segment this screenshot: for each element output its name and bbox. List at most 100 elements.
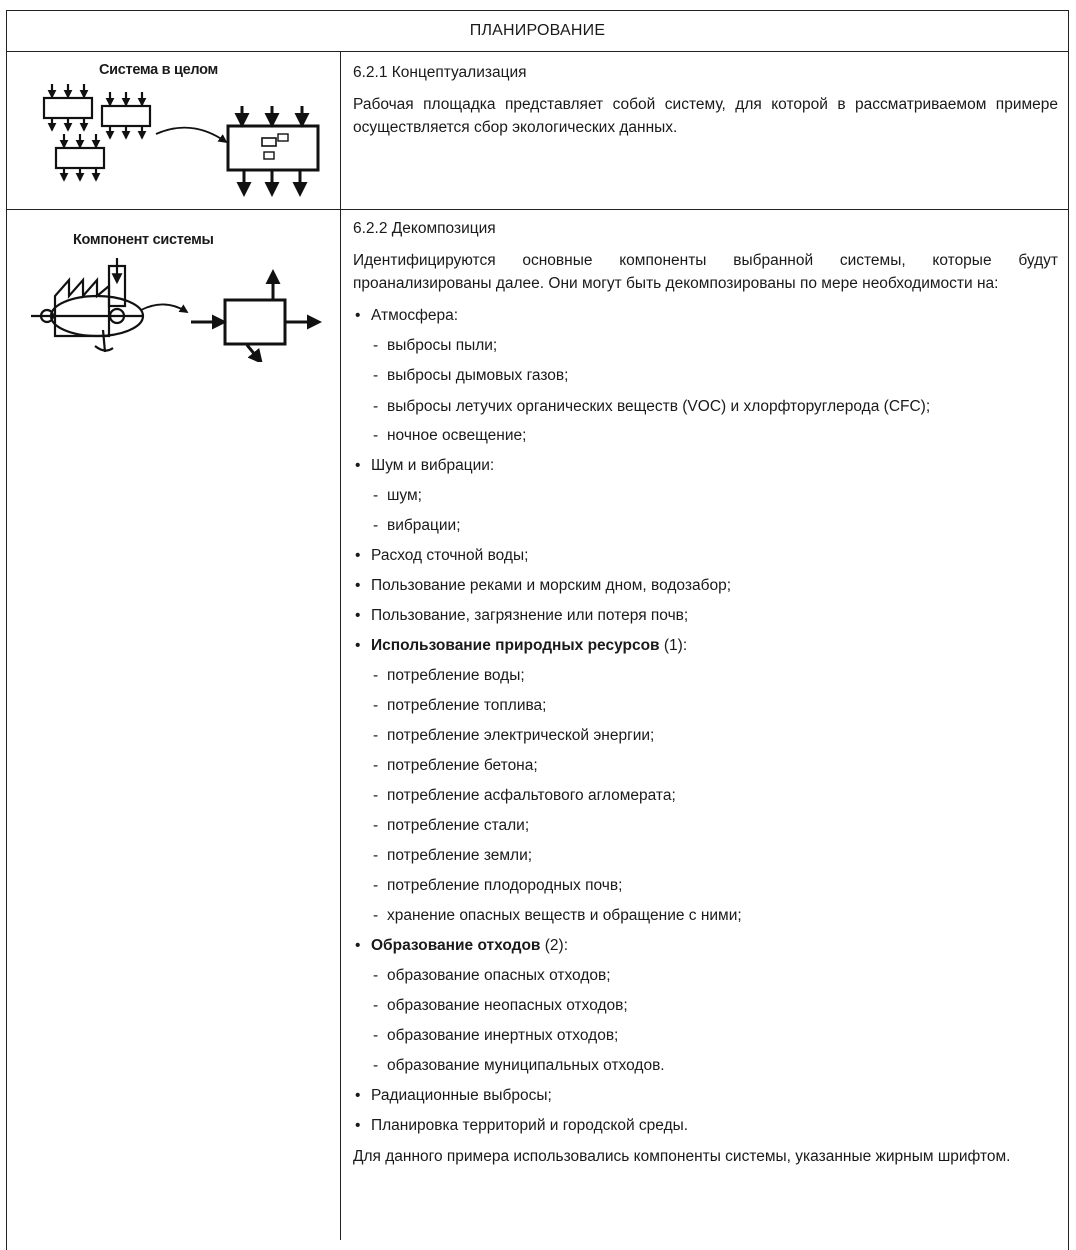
list-item-text: потребление воды; [387, 667, 525, 684]
list-item-text: потребление асфальтового агломерата; [387, 787, 676, 804]
dash-marker: - [373, 787, 379, 804]
dash-marker: - [373, 997, 379, 1014]
list-item-text: потребление топлива; [387, 697, 547, 714]
bullet-marker: • [355, 607, 361, 624]
list-item-text: хранение опасных веществ и обращение с н… [387, 907, 742, 924]
list-item-suffix: (1): [659, 637, 688, 654]
component-diagram [31, 258, 322, 362]
system-diagram [42, 84, 320, 197]
header-title: ПЛАНИРОВАНИЕ [469, 22, 606, 39]
system-box [226, 106, 320, 197]
list-item: • Планировка территорий и городской среды… [353, 1111, 1058, 1141]
list-subitem: -потребление электрической энергии; [353, 721, 1058, 751]
subsystem-box-2 [100, 92, 152, 140]
list-item-text: ночное освещение; [387, 427, 527, 444]
dash-marker: - [373, 1027, 379, 1044]
list-item-text: Пользование, загрязнение или потеря почв… [371, 607, 689, 624]
list-item: • Образование отходов (2): [353, 931, 1058, 961]
bullet-marker: • [355, 1087, 361, 1104]
list-item: • Расход сточной воды; [353, 541, 1058, 571]
bullet-marker: • [355, 937, 361, 954]
list-item-text: образование неопасных отходов; [387, 997, 628, 1014]
list-item-text: потребление стали; [387, 817, 530, 834]
section-heading: 6.2.1 Концептуализация [353, 64, 527, 81]
list-item-text: выбросы пыли; [387, 337, 498, 354]
dash-marker: - [373, 727, 379, 744]
transition-arrow [155, 126, 228, 144]
dash-marker: - [373, 427, 379, 444]
list-item-text: потребление электрической энергии; [387, 727, 655, 744]
list-subitem: -вибрации; [353, 511, 1058, 541]
list-item-text: образование инертных отходов; [387, 1027, 619, 1044]
list-item: • Атмосфера: [353, 301, 1058, 331]
dash-marker: - [373, 967, 379, 984]
dash-marker: - [373, 907, 379, 924]
list-subitem: -потребление плодородных почв; [353, 871, 1058, 901]
list-item: • Пользование реками и морским дном, водо… [353, 571, 1058, 601]
bullet-marker: • [355, 577, 361, 594]
figure-cell: Система в целом [7, 52, 341, 209]
list-subitem: -хранение опасных веществ и обращение с … [353, 901, 1058, 931]
list-subitem: -потребление асфальтового агломерата; [353, 781, 1058, 811]
list-item-text: Радиационные выбросы; [371, 1087, 552, 1104]
list-item-text: Атмосфера: [371, 307, 459, 324]
list-item-text: шум; [387, 487, 422, 504]
dash-marker: - [373, 817, 379, 834]
dash-marker: - [373, 667, 379, 684]
list-item: •Шум и вибрации: [353, 451, 1058, 481]
bullet-marker: • [355, 637, 361, 654]
bullet-marker: • [355, 547, 361, 564]
text-cell: 6.2.1 Концептуализация Рабочая площадка … [341, 52, 1068, 209]
subsystem-box-3 [54, 134, 106, 182]
list-item-text: потребление бетона; [387, 757, 538, 774]
subsystem-box-1 [42, 84, 94, 132]
section-heading: 6.2.2 Декомпозиция [353, 220, 496, 237]
dash-marker: - [373, 398, 379, 415]
list-item-suffix: (2): [540, 937, 569, 954]
list-subitem: -образование опасных отходов; [353, 961, 1058, 991]
list-subitem: -образование инертных отходов; [353, 1021, 1058, 1051]
table-row: Система в целом [7, 52, 1068, 210]
document-table: ПЛАНИРОВАНИЕ Система в целом [6, 10, 1069, 1250]
list-item-text: Образование отходов [371, 937, 541, 954]
list-subitem: -выбросы летучих органических веществ (V… [353, 391, 1058, 421]
list-item-text: выбросы летучих органических веществ (VO… [387, 398, 931, 415]
dash-marker: - [373, 697, 379, 714]
list-subitem: -потребление воды; [353, 661, 1058, 691]
list-item-text: Шум и вибрации: [371, 457, 495, 474]
bullet-marker: • [355, 1117, 361, 1134]
text-cell: 6.2.2 Декомпозиция Идентифицируются осно… [341, 210, 1068, 1240]
list-item-text: образование муниципальных отходов. [387, 1057, 665, 1074]
dash-marker: - [373, 1057, 379, 1074]
closing-paragraph: Для данного примера использовались компо… [353, 1148, 1011, 1165]
figure-cell: Компонент системы [7, 210, 341, 1240]
list-item: •Использование природных ресурсов (1): [353, 631, 1058, 661]
dash-marker: - [373, 757, 379, 774]
list-subitem: -выбросы дымовых газов; [353, 361, 1058, 391]
list-item-text: потребление земли; [387, 847, 533, 864]
section-paragraph: Идентифицируются основные компоненты выб… [353, 252, 1058, 292]
dash-marker: - [373, 517, 379, 534]
list-item: • Радиационные выбросы; [353, 1081, 1058, 1111]
dash-marker: - [373, 847, 379, 864]
list-subitem: -выбросы пыли; [353, 331, 1058, 361]
bullet-marker: • [355, 307, 361, 324]
dash-marker: - [373, 487, 379, 504]
table-header: ПЛАНИРОВАНИЕ [7, 11, 1068, 52]
list-subitem: -ночное освещение; [353, 421, 1058, 451]
list-item-text: Расход сточной воды; [371, 547, 529, 564]
list-subitem: -потребление бетона; [353, 751, 1058, 781]
factory-icon [31, 258, 145, 353]
list-item-text: Пользование реками и морским дном, водоз… [371, 577, 732, 594]
dash-marker: - [373, 337, 379, 354]
list-item-text: вибрации; [387, 517, 461, 534]
dash-marker: - [373, 367, 379, 384]
list-item-text: выбросы дымовых газов; [387, 367, 569, 384]
list-item-text: Планировка территорий и городской среды. [371, 1117, 689, 1134]
list-subitem: -потребление земли; [353, 841, 1058, 871]
list-subitem: -образование неопасных отходов; [353, 991, 1058, 1021]
section-paragraph: Рабочая площадка представляет собой сист… [353, 96, 1058, 136]
figure-title-system: Система в целом [99, 62, 218, 78]
list-item-text: образование опасных отходов; [387, 967, 611, 984]
transition-arrow [140, 303, 189, 313]
